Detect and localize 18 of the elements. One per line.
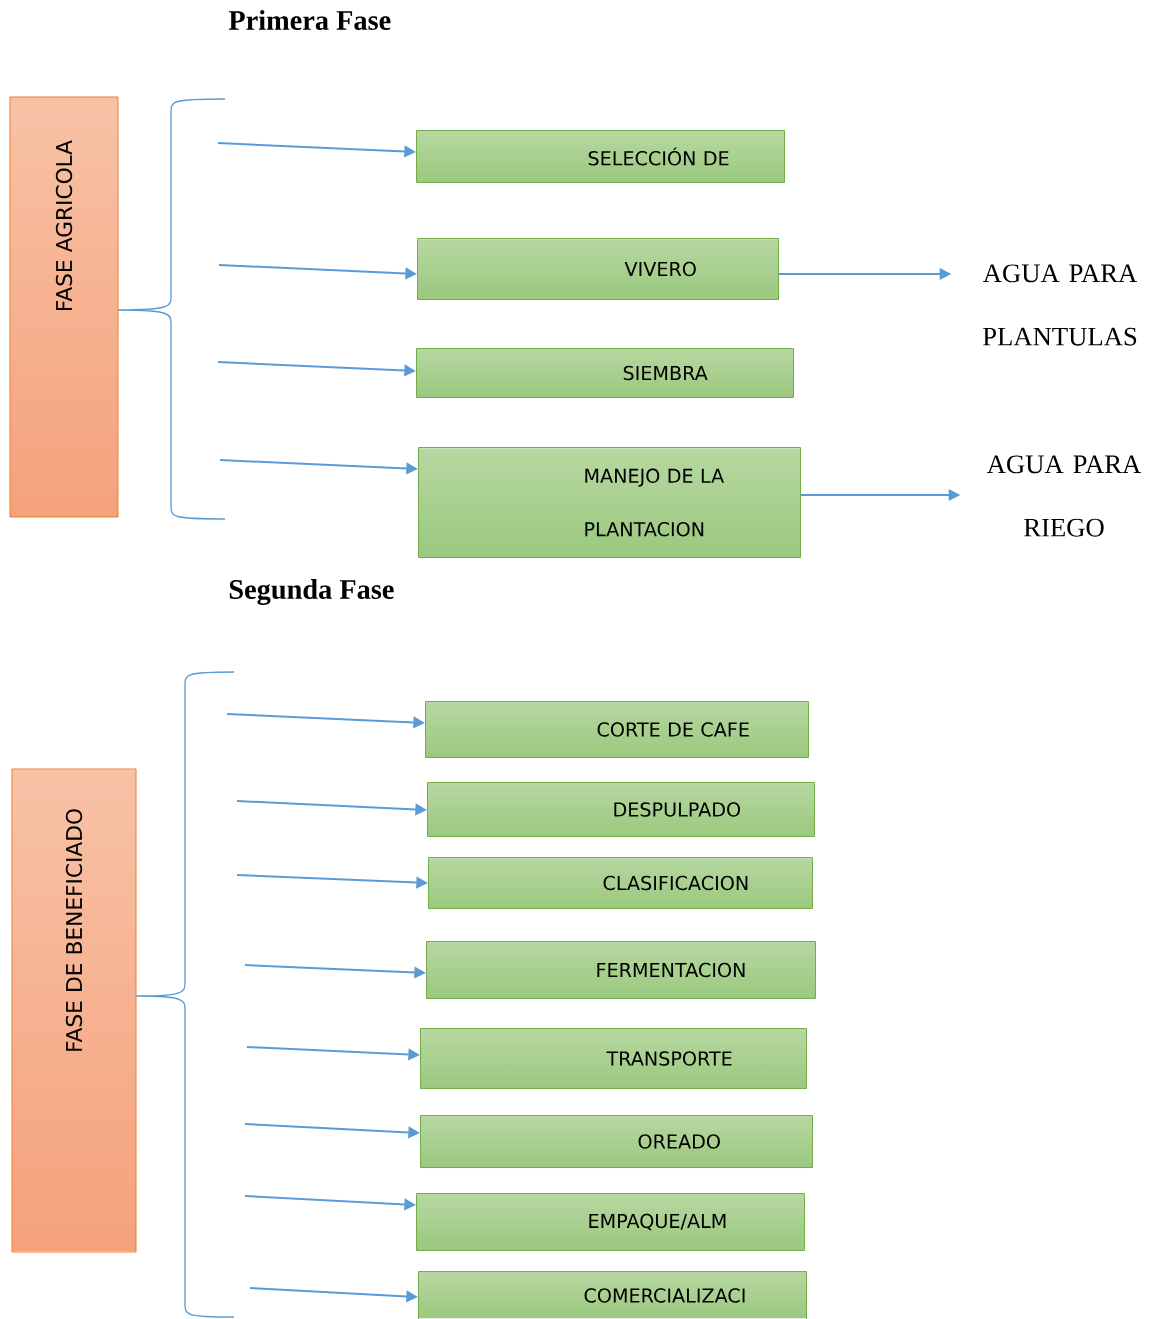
phase-box: FASE AGRICOLA [9, 96, 119, 518]
step-box: SELECCIÓN DE [416, 130, 785, 183]
note-text: AGUA PARA RIEGO [986, 455, 1142, 537]
section-title: Segunda Fase [229, 579, 394, 605]
step-box: FERMENTACION [426, 941, 816, 999]
section-title: Primera Fase [228, 10, 391, 30]
step-box: CORTE DE CAFE [425, 701, 809, 758]
phase-box: FASE DE BENEFICIADO [11, 768, 137, 1253]
step-box: MANEJO DE LA PLANTACION [418, 447, 801, 558]
step-box: COMERCIALIZACI [418, 1271, 807, 1319]
note-text: AGUA PARA PLANTULAS [982, 264, 1138, 346]
step-box: VIVERO [417, 238, 779, 300]
step-box: DESPULPADO [427, 782, 815, 837]
step-box: EMPAQUE/ALM [416, 1193, 805, 1251]
step-box: CLASIFICACION [428, 857, 813, 909]
step-box: OREADO [420, 1115, 813, 1168]
step-box: SIEMBRA [416, 348, 794, 398]
step-box: TRANSPORTE [420, 1028, 807, 1089]
